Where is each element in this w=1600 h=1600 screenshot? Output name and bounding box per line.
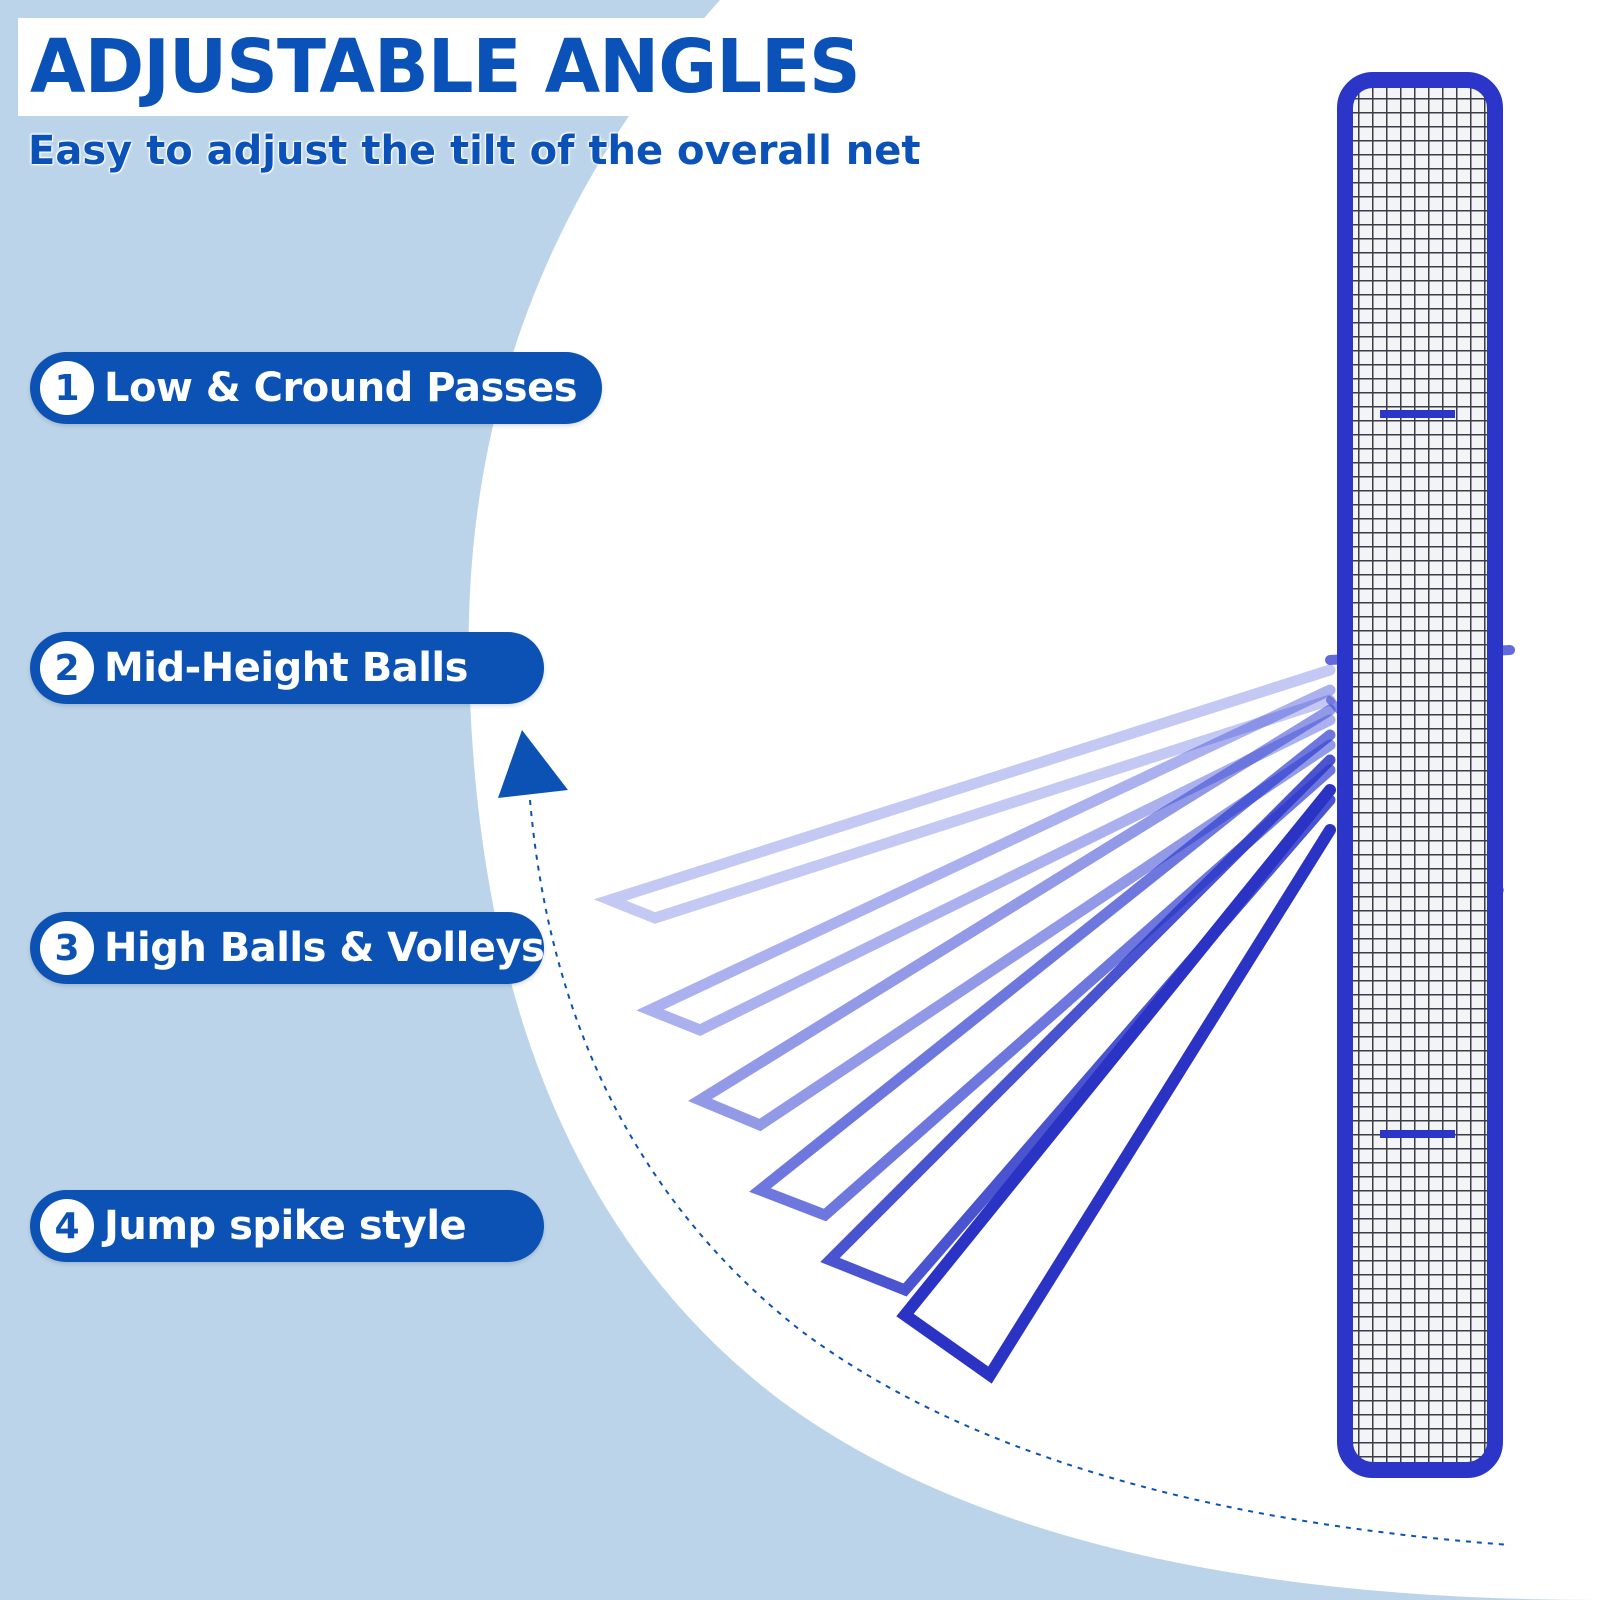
feature-item-2: 2 Mid-Height Balls — [30, 632, 544, 704]
feature-label: Jump spike style — [104, 1203, 467, 1249]
feature-label: Mid-Height Balls — [104, 645, 468, 691]
feature-number-badge: 4 — [40, 1199, 94, 1253]
feature-item-3: 3 High Balls & Volleys — [30, 912, 545, 984]
page-title: ADJUSTABLE ANGLES — [30, 24, 861, 110]
white-arc-panel — [468, 0, 1600, 1600]
feature-number-badge: 3 — [40, 921, 94, 975]
feature-number-badge: 1 — [40, 361, 94, 415]
feature-item-1: 1 Low & Cround Passes — [30, 352, 602, 424]
upright-net-frame — [1337, 72, 1503, 1478]
feature-number-badge: 2 — [40, 641, 94, 695]
motion-arc-dashed — [529, 799, 1511, 1546]
feature-label: Low & Cround Passes — [104, 365, 578, 411]
page-subtitle: Easy to adjust the tilt of the overall n… — [28, 128, 921, 174]
title-background-pill — [18, 18, 878, 116]
feature-label: High Balls & Volleys — [104, 925, 545, 971]
feature-item-4: 4 Jump spike style — [30, 1190, 544, 1262]
triangle-up-icon — [498, 730, 568, 798]
